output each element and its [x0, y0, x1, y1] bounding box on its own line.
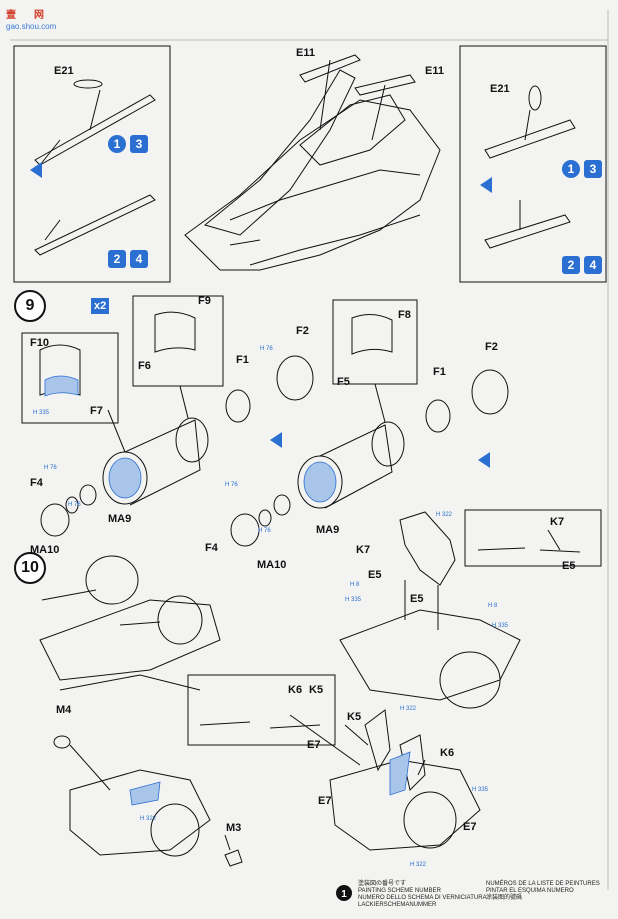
- paint-code: H 8: [350, 582, 360, 588]
- part-label-f5: F5: [337, 376, 350, 388]
- scheme-badge-3: 3: [130, 135, 148, 153]
- part-label-f2: F2: [296, 325, 309, 337]
- paint-code: H 76: [260, 346, 273, 352]
- part-label-e11: E11: [296, 47, 315, 59]
- part-label-f1: F1: [236, 354, 249, 366]
- quantity-multiplier: x2: [91, 298, 110, 314]
- paint-code: H 335: [33, 410, 50, 416]
- watermark-logo: 壹: [6, 10, 16, 21]
- part-label-f1-right: F1: [433, 366, 446, 378]
- scheme-badge-1-right: 1: [562, 160, 580, 178]
- part-label-e5-inset: E5: [562, 560, 576, 572]
- part-label-k5-b: K5: [347, 711, 362, 723]
- paint-code: H 335: [345, 597, 362, 603]
- paint-code: H 322: [410, 862, 427, 868]
- legend-symbol: 1: [341, 889, 347, 900]
- part-label-ma10-right: MA10: [257, 559, 287, 571]
- paint-code: H 76: [225, 482, 238, 488]
- part-label-ma10: MA10: [30, 544, 60, 556]
- part-label-e7-c: E7: [463, 821, 477, 833]
- paint-code: H 335: [492, 623, 509, 629]
- paint-code: H 76: [68, 502, 81, 508]
- paint-code: H 76: [44, 465, 57, 471]
- part-label-e21-right: E21: [490, 83, 510, 95]
- part-label-m4: M4: [56, 704, 72, 716]
- part-label-e11-b: E11: [425, 65, 444, 77]
- part-label-f7: F7: [90, 405, 103, 417]
- part-label-f9: F9: [198, 295, 211, 307]
- inset-box-left: [13, 45, 171, 283]
- scheme-badge-4: 4: [130, 250, 148, 268]
- paint-code: H 322: [436, 512, 453, 518]
- legend-en: PAINTING SCHEME NUMBER: [358, 888, 441, 894]
- legend-cn: 涂装图的號碼: [486, 895, 523, 901]
- watermark-url: gao.shou.com: [6, 22, 57, 31]
- paint-code: H 335: [472, 787, 489, 793]
- scheme-badge-3-right: 3: [584, 160, 602, 178]
- scheme-badge-1: 1: [108, 135, 126, 153]
- legend-fr: NUMÉROS DE LA LISTE DE PEINTURES: [486, 881, 600, 887]
- paint-code: H 8: [488, 603, 498, 609]
- part-label-k7: K7: [356, 544, 371, 556]
- watermark-logo-2: 网: [34, 10, 44, 21]
- part-label-m3: M3: [226, 822, 242, 834]
- scheme-badge-4-right: 4: [584, 256, 602, 274]
- scheme-badge-2-right: 2: [562, 256, 580, 274]
- legend-de: LACKIERSCHEMANUMMER: [358, 902, 437, 908]
- part-label-e7-b: E7: [318, 795, 332, 807]
- legend-jp: 塗装図の番号です: [358, 881, 407, 887]
- legend-block-right: NUMÉROS DE LA LISTE DE PEINTURES PINTAR …: [486, 881, 600, 902]
- step-10-marker: 10: [14, 552, 46, 584]
- part-label-f8: F8: [398, 309, 411, 321]
- part-label-f4-right: F4: [205, 542, 218, 554]
- inset-f10: [21, 332, 119, 424]
- inset-box-right: [459, 45, 607, 283]
- part-label-e21: E21: [54, 65, 74, 77]
- paint-code: H 76: [258, 528, 271, 534]
- legend-block-left: 塗装図の番号です PAINTING SCHEME NUMBER NUMERO D…: [358, 881, 487, 909]
- step-9-marker: 9: [14, 290, 46, 322]
- paint-code: H 322: [400, 706, 417, 712]
- part-label-k7-inset: K7: [550, 516, 565, 528]
- part-label-e5-b: E5: [410, 593, 424, 605]
- part-label-f10: F10: [30, 337, 49, 349]
- legend-es: PINTAR EL ESQUIMA NUMERO: [486, 888, 574, 894]
- part-label-e5: E5: [368, 569, 382, 581]
- inset-f9: [132, 295, 224, 387]
- part-label-k5: K5: [309, 684, 324, 696]
- part-label-ma9: MA9: [108, 513, 132, 525]
- part-label-f4: F4: [30, 477, 43, 489]
- part-label-e7: E7: [307, 739, 321, 751]
- legend-it: NUMERO DELLO SCHEMA DI VERNICIATURA: [358, 895, 487, 901]
- part-label-f2-right: F2: [485, 341, 498, 353]
- part-label-k6: K6: [288, 684, 303, 696]
- part-label-k6-b: K6: [440, 747, 455, 759]
- part-label-f6: F6: [138, 360, 151, 372]
- paint-code: H 322: [140, 816, 157, 822]
- part-label-ma9-right: MA9: [316, 524, 340, 536]
- scheme-badge-2: 2: [108, 250, 126, 268]
